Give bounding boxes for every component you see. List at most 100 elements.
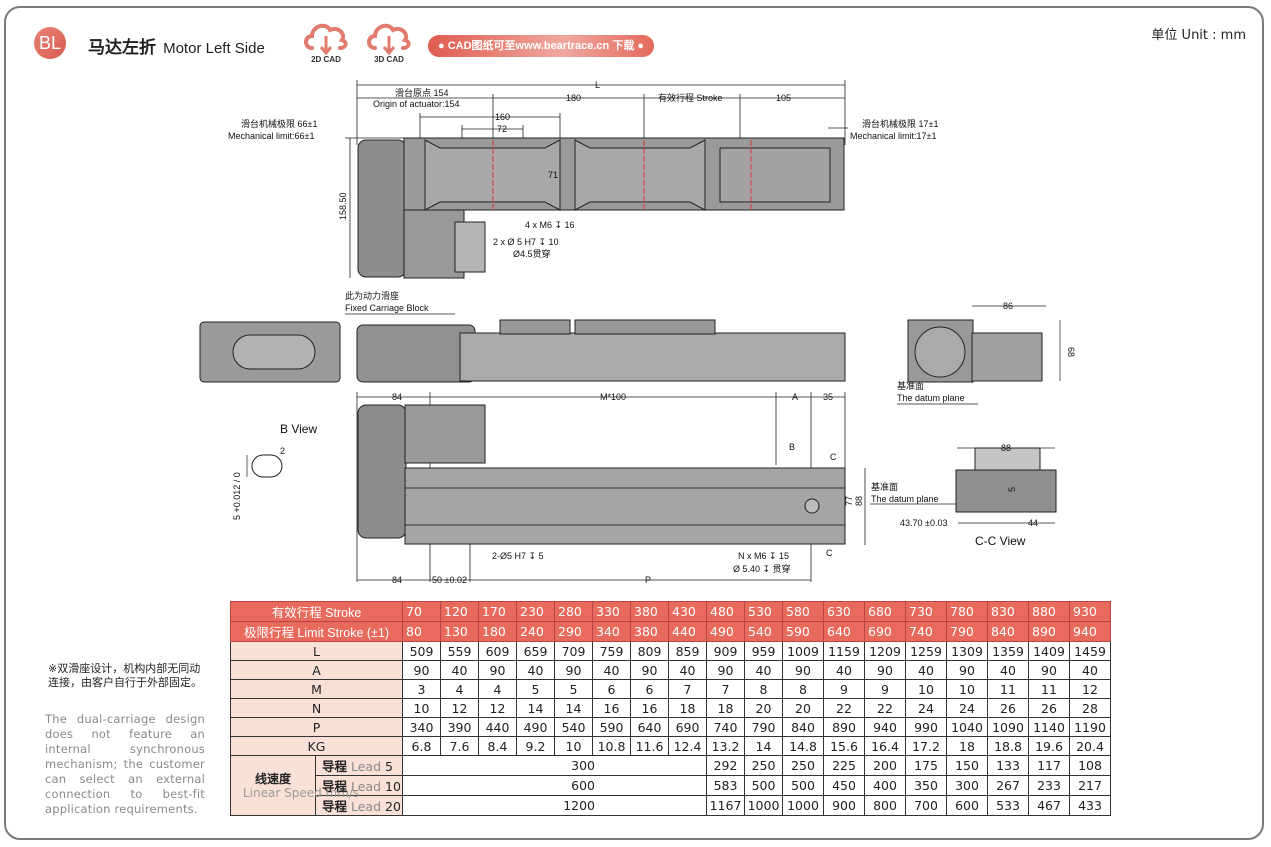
svg-text:C-C View: C-C View [975, 534, 1026, 548]
svg-text:84: 84 [392, 575, 402, 585]
table-cell: 13.2 [706, 736, 745, 756]
table-cell: 1000 [782, 795, 824, 816]
table-cell: 217 [1069, 775, 1111, 796]
svg-text:35: 35 [823, 392, 833, 402]
svg-text:L: L [595, 80, 600, 90]
table-cell: 340 [592, 621, 631, 642]
table-cell: 108 [1069, 755, 1111, 776]
title-cn: 马达左折 [88, 38, 156, 58]
bottom-view-labels: 84 M*100 A 35 B C C 77 88 2-Ø5 H7 ↧ 5 N … [392, 392, 864, 585]
table-cell: 830 [987, 601, 1029, 622]
svg-text:2-Ø5 H7 ↧ 5: 2-Ø5 H7 ↧ 5 [492, 551, 544, 561]
table-cell: 959 [744, 641, 783, 661]
table-cell: 11 [1028, 679, 1070, 699]
table-cell: 90 [478, 660, 517, 680]
table-cell: 240 [516, 621, 555, 642]
table-cell: 16.4 [864, 736, 906, 756]
table-cell: 90 [706, 660, 745, 680]
table-cell: 740 [706, 717, 745, 737]
table-cell: 7 [668, 679, 707, 699]
row-label: M [230, 679, 403, 699]
table-cell: 840 [782, 717, 824, 737]
svg-text:A: A [792, 392, 798, 402]
top-body [357, 137, 845, 279]
note-line: does not feature an [45, 727, 205, 741]
table-cell: 630 [823, 601, 865, 622]
table-cell: 3 [402, 679, 441, 699]
table-cell: 22 [823, 698, 865, 718]
svg-text:44: 44 [1028, 518, 1038, 528]
table-cell: 350 [905, 775, 947, 796]
table-cell: 440 [478, 717, 517, 737]
lead-n: 5 [385, 759, 393, 774]
page-frame [4, 6, 1264, 840]
lead-cn: 导程 [322, 759, 348, 774]
table-cell: 18 [668, 698, 707, 718]
table-cell: 4 [478, 679, 517, 699]
table-cell: 467 [1028, 795, 1070, 816]
table-cell: 170 [478, 601, 517, 622]
shared-speed: 300 [402, 755, 707, 776]
note-en: The dual-carriage design does not featur… [45, 712, 205, 817]
table-cell: 559 [440, 641, 479, 661]
bottom-view [356, 392, 866, 582]
svg-text:180: 180 [566, 93, 581, 103]
svg-text:84: 84 [392, 392, 402, 402]
table-cell: 840 [987, 621, 1029, 642]
table-cell: 18 [706, 698, 745, 718]
table-cell: 940 [864, 717, 906, 737]
speed-label-en: Linear Speed mm/s [243, 785, 360, 800]
table-cell: 1140 [1028, 717, 1070, 737]
side-view [199, 313, 846, 383]
table-cell: 133 [987, 755, 1029, 776]
table-cell: 28 [1069, 698, 1111, 718]
side-view-labels: 此为动力滑座 Fixed Carriage Block [345, 290, 429, 313]
svg-text:88: 88 [1001, 443, 1011, 453]
cc-view [870, 447, 1057, 524]
svg-text:C: C [830, 452, 837, 462]
table-cell: 859 [668, 641, 707, 661]
lead-label: 导程 Lead 5 [315, 755, 403, 776]
table-cell: 80 [402, 621, 441, 642]
table-cell: 130 [440, 621, 479, 642]
table-cell: 890 [823, 717, 865, 737]
end-view [897, 305, 1061, 405]
table-cell: 690 [864, 621, 906, 642]
note-line: internal synchronous [45, 742, 205, 756]
note-line: can select an external [45, 772, 205, 786]
svg-text:158.50: 158.50 [338, 192, 348, 220]
table-cell: 1009 [782, 641, 824, 661]
row-label: KG [230, 736, 403, 756]
table-cell: 40 [987, 660, 1029, 680]
svg-text:M*100: M*100 [600, 392, 626, 402]
table-cell: 680 [864, 601, 906, 622]
table-cell: 8 [744, 679, 783, 699]
table-cell: 90 [946, 660, 988, 680]
note-line: connection to best-fit [45, 787, 205, 801]
svg-text:68: 68 [1066, 347, 1076, 357]
svg-text:105: 105 [776, 93, 791, 103]
cad-2d-button[interactable]: 2D CAD [300, 18, 352, 70]
table-cell: 40 [905, 660, 947, 680]
cad-3d-button[interactable]: 3D CAD [363, 18, 415, 70]
table-cell: 1209 [864, 641, 906, 661]
table-cell: 500 [782, 775, 824, 796]
table-cell: 1090 [987, 717, 1029, 737]
cad-download-link[interactable]: ● CAD图纸可至www.beartrace.cn 下载 ● [428, 35, 655, 57]
table-cell: 9.2 [516, 736, 555, 756]
table-cell: 930 [1069, 601, 1111, 622]
table-cell: 40 [823, 660, 865, 680]
table-cell: 540 [554, 717, 593, 737]
table-cell: 433 [1069, 795, 1111, 816]
lead-label: 导程 Lead 10 [315, 775, 403, 796]
lead-en: Lead [351, 799, 382, 814]
table-cell: 40 [1069, 660, 1111, 680]
b-view-labels: B View 2 5 +0.012 / 0 [232, 422, 317, 520]
table-cell: 7.6 [440, 736, 479, 756]
table-cell: 20 [744, 698, 783, 718]
table-cell: 540 [744, 621, 783, 642]
